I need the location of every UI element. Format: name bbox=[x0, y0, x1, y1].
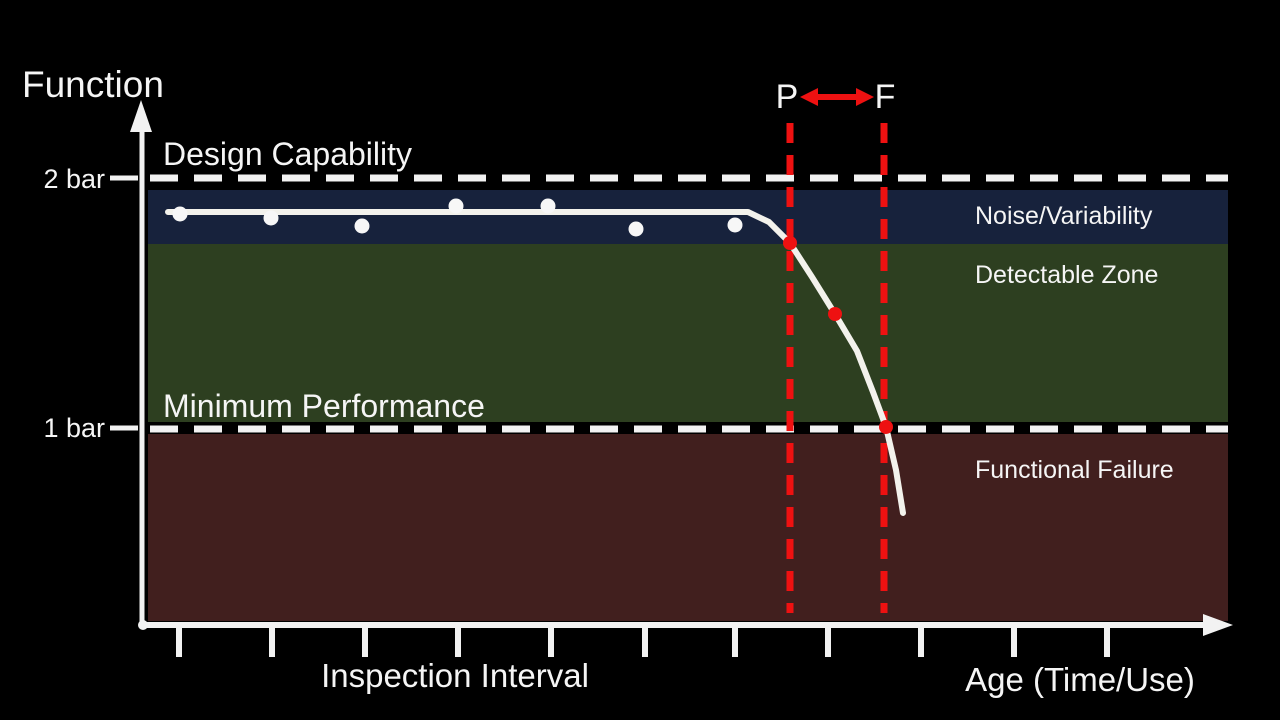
p-marker-label: P bbox=[776, 78, 799, 116]
detectable-zone-band bbox=[148, 244, 1228, 422]
condition-reading-dot bbox=[172, 206, 188, 222]
ytick-1bar-label: 1 bar bbox=[43, 413, 105, 443]
y-axis-arrow-icon bbox=[130, 100, 152, 132]
condition-reading-dots bbox=[172, 198, 743, 237]
condition-reading-dot bbox=[448, 198, 464, 214]
pf-point-dots bbox=[783, 236, 893, 434]
design-capability-label: Design Capability bbox=[163, 136, 412, 172]
x-axis-arrow-icon bbox=[1203, 614, 1233, 636]
f-marker-label: F bbox=[875, 78, 896, 116]
pf-point-dot bbox=[828, 307, 842, 321]
x-axis-ticks bbox=[176, 628, 1110, 657]
x-axis-label: Age (Time/Use) bbox=[965, 661, 1195, 698]
pf-interval-arrow-icon bbox=[800, 88, 874, 106]
condition-reading-dot bbox=[540, 198, 556, 214]
ytick-2bar-label: 2 bar bbox=[43, 164, 105, 194]
detectable-zone-label: Detectable Zone bbox=[975, 261, 1158, 289]
condition-reading-dot bbox=[263, 210, 279, 226]
inspection-interval-label: Inspection Interval bbox=[321, 657, 589, 694]
condition-reading-dot bbox=[354, 218, 370, 234]
origin-dot bbox=[138, 620, 148, 630]
condition-reading-dot bbox=[727, 217, 743, 233]
pf-point-dot bbox=[879, 420, 893, 434]
functional-failure-band bbox=[148, 434, 1228, 621]
pf-point-dot bbox=[783, 236, 797, 250]
noise-variability-band bbox=[148, 190, 1228, 244]
y-axis-label: Function bbox=[22, 64, 164, 105]
noise-variability-label: Noise/Variability bbox=[975, 202, 1153, 230]
minimum-performance-label: Minimum Performance bbox=[163, 388, 485, 424]
functional-failure-label: Functional Failure bbox=[975, 456, 1174, 484]
condition-reading-dot bbox=[628, 221, 644, 237]
